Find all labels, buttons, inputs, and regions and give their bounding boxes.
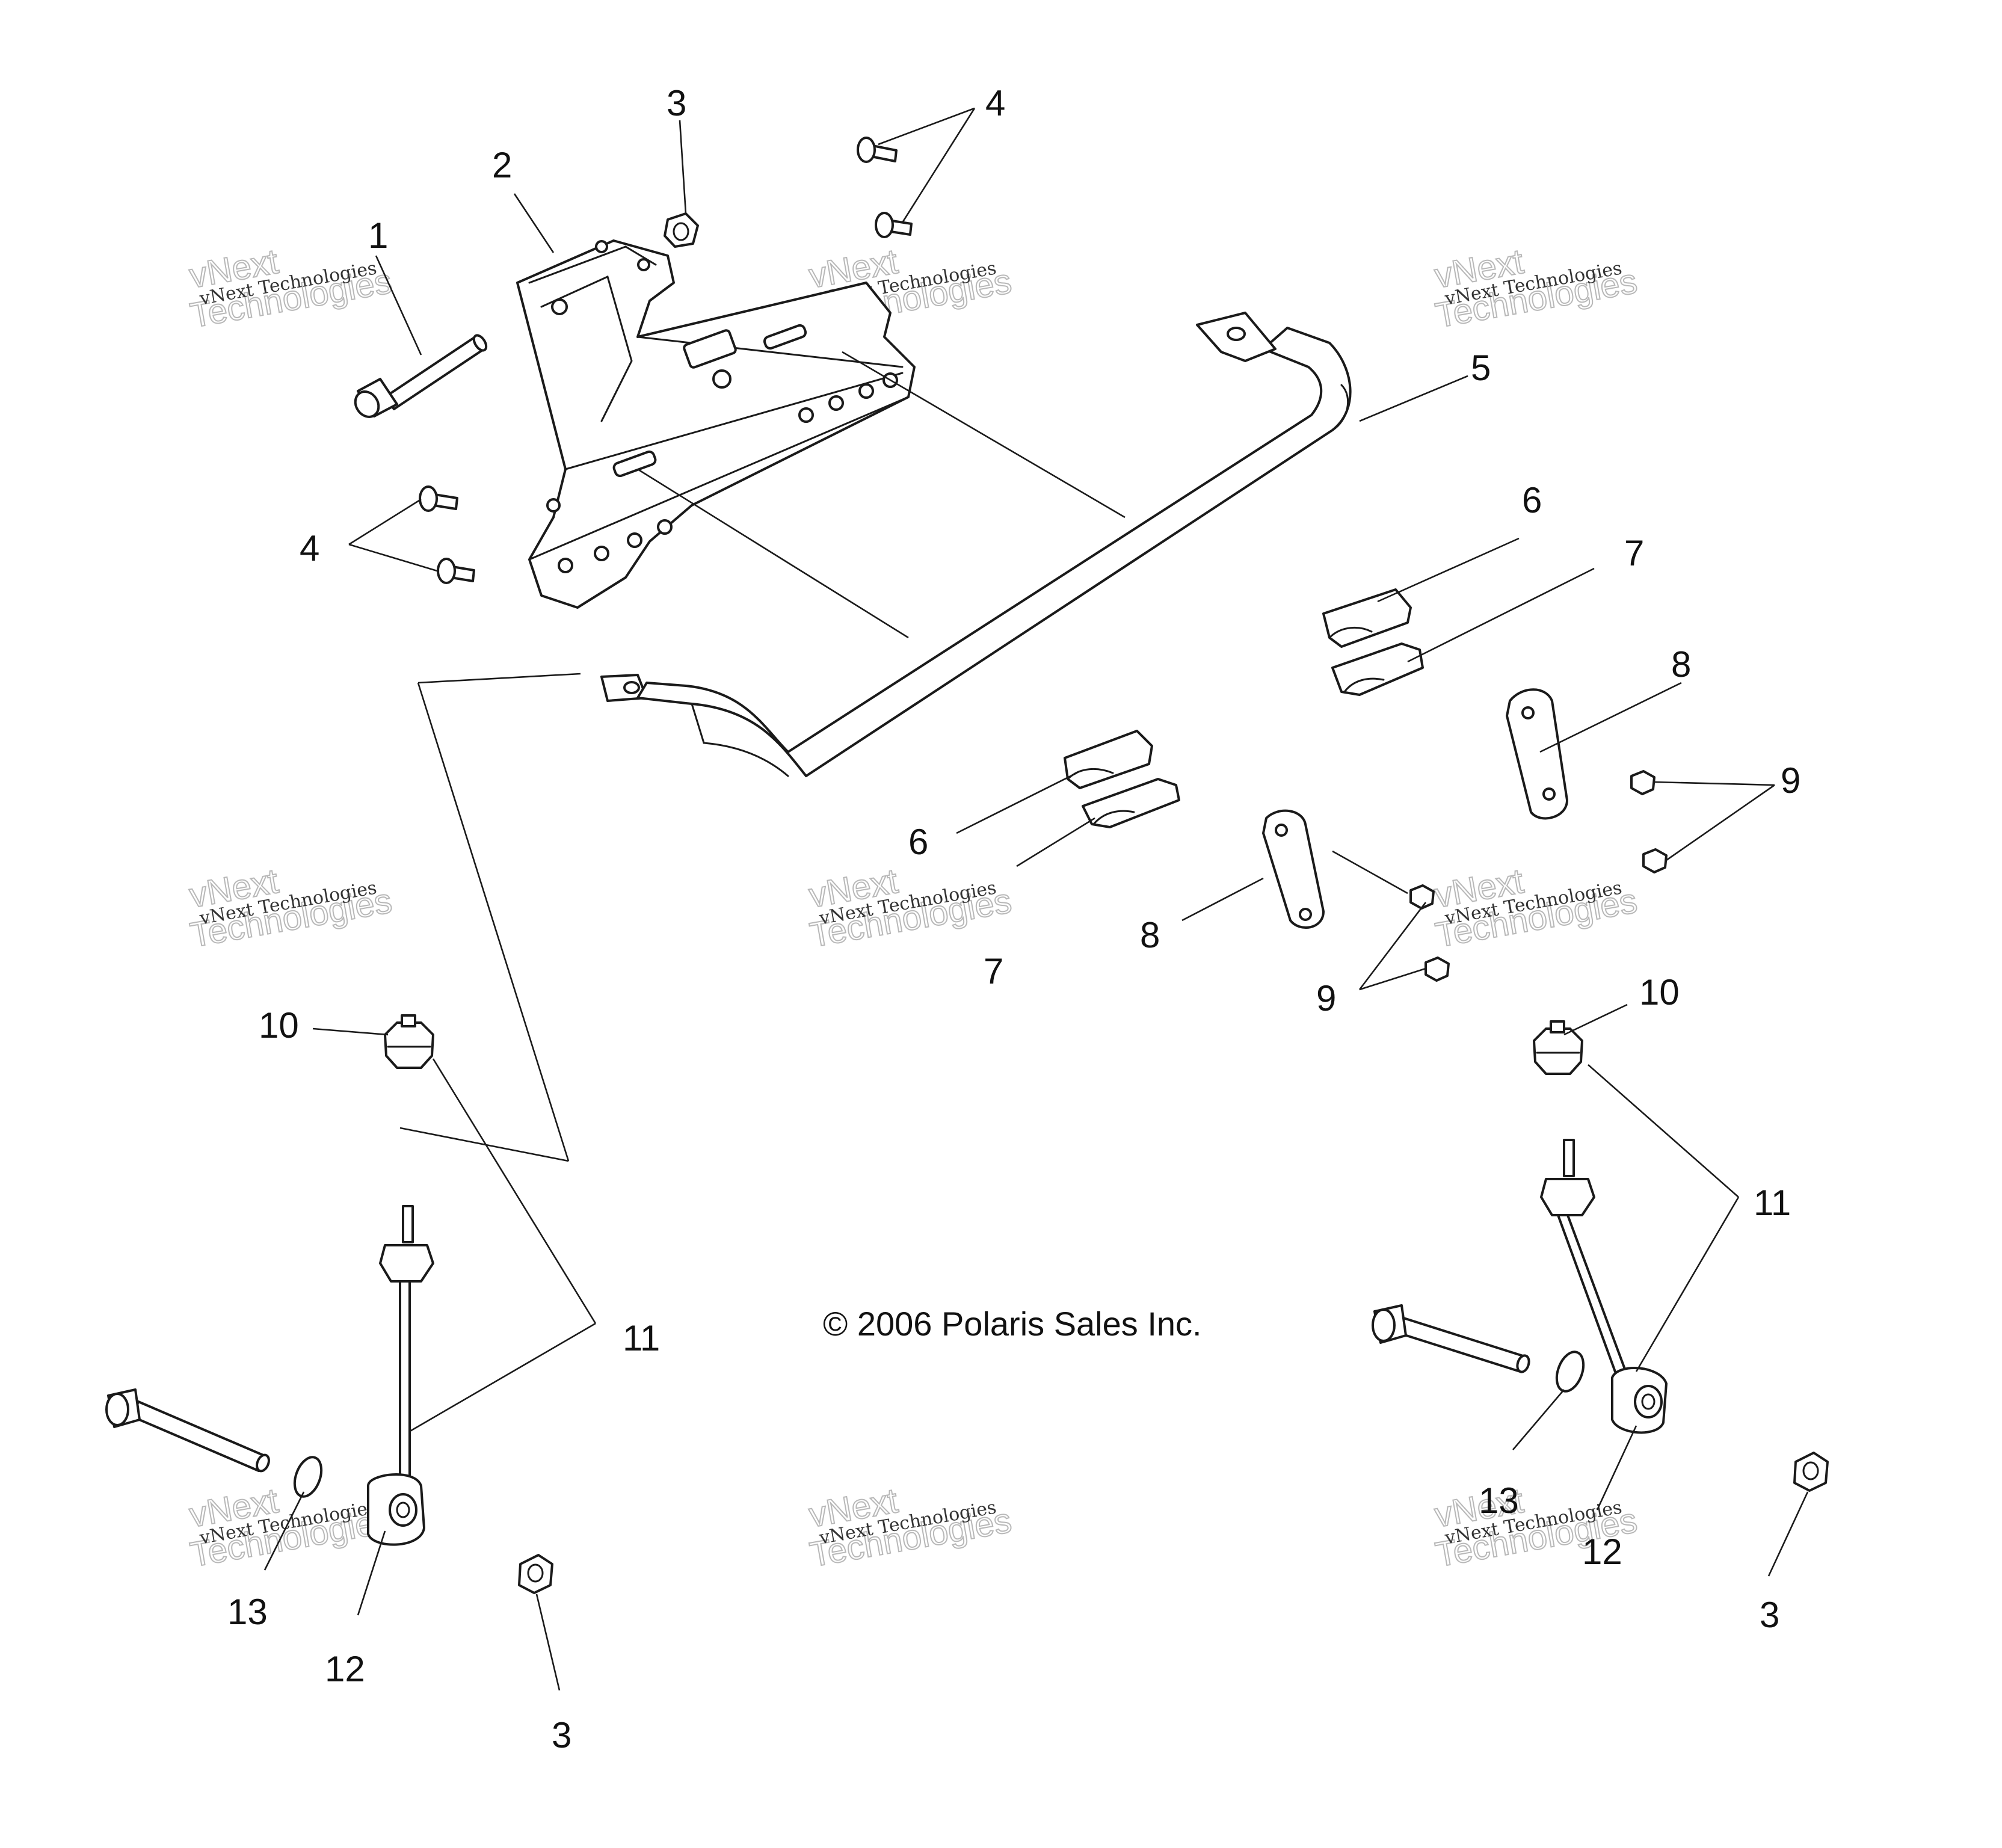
callout-12: 12 [325, 1649, 365, 1689]
small-bolt [437, 558, 475, 584]
stabilizer-bar [600, 312, 1352, 777]
callout-13: 13 [227, 1592, 268, 1632]
callout-10: 10 [259, 1005, 299, 1046]
watermark: vNext Technologies vNext Technologies [186, 241, 395, 336]
watermark: vNext Technologies vNext Technologies [805, 1480, 1015, 1575]
callout-4: 4 [300, 528, 319, 568]
watermark: vNext Technologies vNext Technologies [1431, 241, 1640, 336]
end-link [367, 1205, 434, 1546]
bolt [354, 334, 488, 418]
hex-nut [1642, 848, 1668, 873]
mounting-bracket [516, 239, 916, 609]
callouts: 1 2 3 4 4 5 6 7 8 9 6 7 8 9 10 10 11 11 … [227, 83, 1800, 1755]
small-bolt [857, 137, 898, 163]
copyright-text: © 2006 Polaris Sales Inc. [823, 1305, 1202, 1343]
small-bolt [419, 485, 458, 512]
callout-8: 8 [1671, 644, 1691, 685]
callout-12: 12 [1582, 1532, 1622, 1572]
callout-6: 6 [1522, 480, 1542, 520]
clamp-plate [1262, 809, 1325, 929]
washer [1555, 1351, 1585, 1393]
hex-nut [1424, 956, 1450, 982]
callout-7: 7 [1624, 533, 1644, 573]
bushing-upper-half [1322, 588, 1412, 648]
flange-nut [664, 212, 699, 248]
long-bolt [105, 1388, 270, 1473]
callout-3: 3 [552, 1715, 571, 1755]
grommet [384, 1014, 434, 1069]
callout-7: 7 [984, 951, 1003, 991]
flange-nut [518, 1554, 553, 1594]
callout-11: 11 [1754, 1183, 1791, 1223]
callout-3: 3 [1760, 1595, 1779, 1635]
watermark: vNext Technologies vNext Technologies [186, 861, 395, 956]
end-link [1540, 1139, 1668, 1434]
bushing-lower-half [1331, 642, 1424, 696]
grommet [1533, 1020, 1583, 1075]
callout-9: 9 [1316, 978, 1336, 1018]
callout-6: 6 [908, 822, 928, 862]
long-bolt [1372, 1304, 1530, 1373]
washer [293, 1456, 323, 1498]
callout-4: 4 [985, 83, 1005, 123]
watermark: vNext Technologies vNext Technologies [186, 1480, 395, 1575]
hex-nut [1630, 770, 1656, 795]
callout-8: 8 [1140, 915, 1160, 955]
callout-9: 9 [1781, 760, 1800, 801]
bushing-upper-half [1064, 730, 1153, 789]
callout-11: 11 [623, 1318, 660, 1358]
clamp-plate [1506, 688, 1568, 820]
callout-1: 1 [368, 215, 388, 256]
callout-3: 3 [667, 83, 686, 123]
bushing-lower-half [1082, 778, 1180, 828]
callout-10: 10 [1639, 972, 1680, 1012]
watermark: vNext Technologies vNext Technologies [805, 861, 1015, 956]
leader-lines [263, 107, 1809, 1691]
watermark: vNext Technologies vNext Technologies [1431, 861, 1640, 956]
callout-5: 5 [1471, 348, 1491, 388]
callout-13: 13 [1479, 1480, 1519, 1521]
callout-2: 2 [492, 145, 512, 185]
flange-nut [1793, 1452, 1829, 1492]
hex-nut [1409, 884, 1435, 910]
small-bolt [875, 212, 913, 238]
